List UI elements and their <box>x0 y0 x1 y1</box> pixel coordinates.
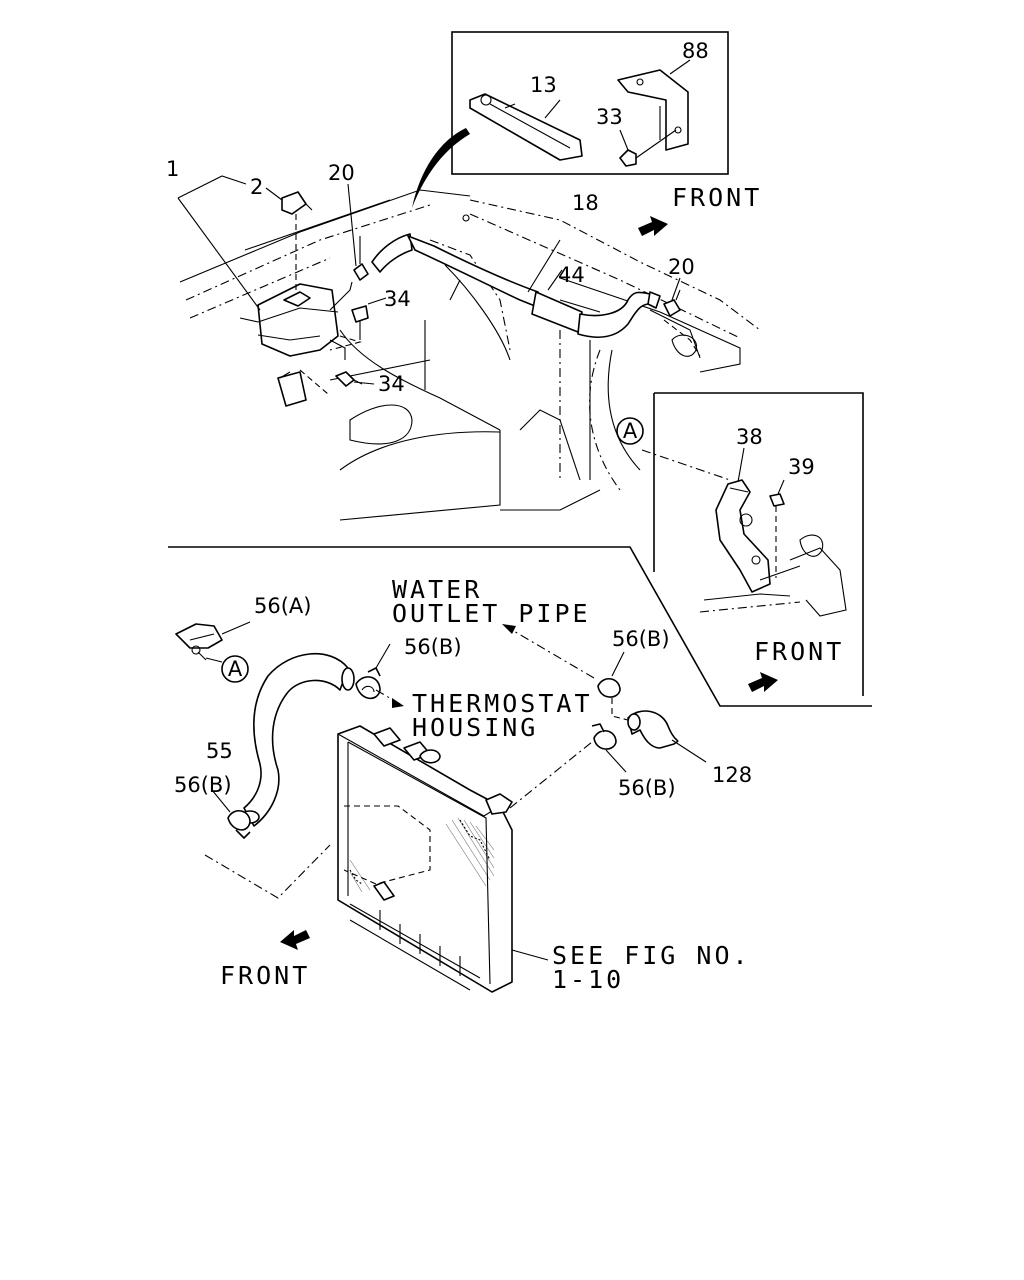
note-front-right: FRONT <box>754 637 844 666</box>
callout-20-left: 20 <box>328 161 355 185</box>
clamp-56b-hose-top <box>355 643 391 700</box>
bolt-34-lower <box>299 369 363 395</box>
callout-38: 38 <box>736 425 763 449</box>
thermostat-leader <box>375 689 404 708</box>
radiator <box>337 725 549 993</box>
hose-55 <box>240 652 355 827</box>
callout-56b-hose-bottom: 56(B) <box>174 773 232 797</box>
reservoir-tank <box>239 281 353 407</box>
callout-1: 1 <box>166 157 179 181</box>
callout-56b-hose-top: 56(B) <box>404 635 462 659</box>
bolt-34-upper <box>329 305 369 351</box>
ref-circle-a-top: A <box>616 417 644 445</box>
radiator-core-hatch <box>349 817 495 893</box>
note-water-line2: OUTLET PIPE <box>392 599 591 628</box>
callout-18: 18 <box>572 191 599 215</box>
front-arrow-top <box>638 216 668 236</box>
callout-34-upper: 34 <box>384 287 411 311</box>
callout-56b-right-upper: 56(B) <box>612 627 670 651</box>
note-thermostat-line2: HOUSING <box>412 713 538 742</box>
section-divider <box>168 546 872 707</box>
inset-box-top <box>451 31 729 175</box>
tank-cap <box>281 191 313 294</box>
ref-circle-a-bottom: A <box>205 655 249 683</box>
hose-128 <box>627 710 707 763</box>
inset-leader-swoop <box>412 128 470 208</box>
callout-128: 128 <box>712 763 752 787</box>
callout-56a: 56(A) <box>254 594 311 618</box>
clamp-20-right <box>663 289 701 357</box>
callout-55: 55 <box>206 739 233 763</box>
front-arrow-right <box>748 672 778 692</box>
callout-44: 44 <box>558 263 585 287</box>
inset-box-right <box>641 392 864 696</box>
note-see-fig-line2: 1-10 <box>552 965 624 994</box>
callout-leaders <box>177 175 785 495</box>
callout-56b-right-lower: 56(B) <box>618 776 676 800</box>
callout-2: 2 <box>250 175 263 199</box>
hose-18-44 <box>371 233 661 338</box>
water-outlet-leader <box>502 624 595 679</box>
callout-34-lower: 34 <box>378 372 405 396</box>
note-water-line1: WATER <box>392 575 482 604</box>
clamp-56a <box>175 621 251 661</box>
ref-a-label-top: A <box>623 419 638 443</box>
note-front-top: FRONT <box>672 183 762 212</box>
note-front-bottom: FRONT <box>220 961 310 990</box>
callout-20-right: 20 <box>668 255 695 279</box>
note-thermostat-line1: THERMOSTAT <box>412 689 593 718</box>
front-arrow-bottom <box>280 930 310 950</box>
note-see-fig-line1: SEE FIG NO. <box>552 941 751 970</box>
clamp-56b-right-lower <box>509 723 627 809</box>
callout-13: 13 <box>530 73 557 97</box>
callout-39: 39 <box>788 455 815 479</box>
ref-a-label-bottom: A <box>228 657 243 681</box>
clamp-20-left <box>353 236 369 281</box>
vehicle-body-outline <box>179 189 761 521</box>
callout-33: 33 <box>596 105 623 129</box>
clamp-56b-right-upper <box>597 651 629 721</box>
callout-88: 88 <box>682 39 709 63</box>
clamp-56b-hose-bottom <box>204 789 331 899</box>
